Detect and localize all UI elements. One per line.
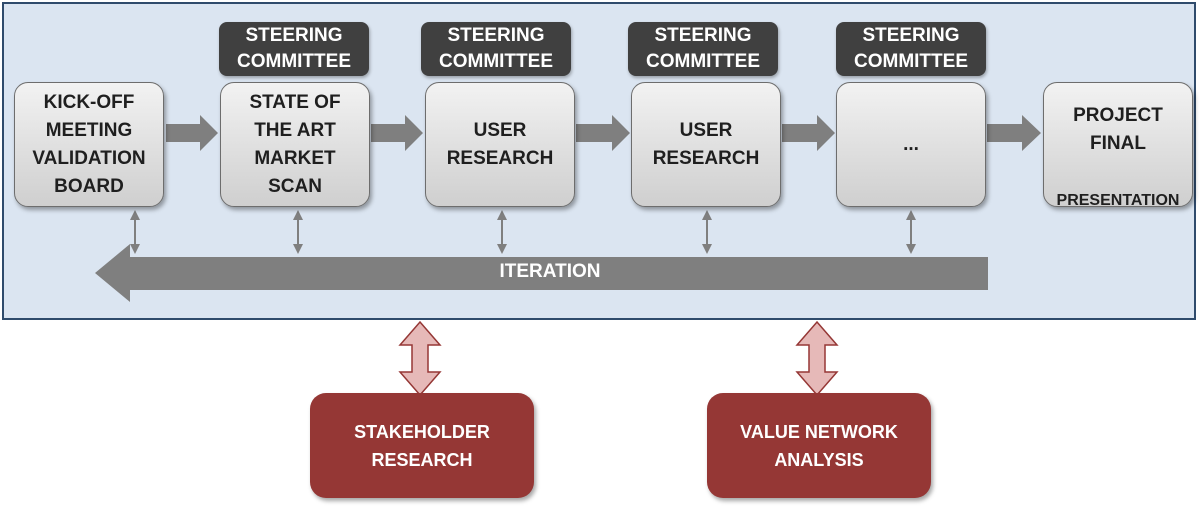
connector-5 [906, 210, 916, 254]
step-iteration-connectors [130, 210, 916, 254]
steering-committee-3: STEERING COMMITTEE [628, 22, 778, 76]
connector-4 [702, 210, 712, 254]
external-arrow-stakeholder [398, 320, 442, 397]
iteration-arrow [95, 244, 988, 302]
flow-arrow-1 [166, 115, 218, 151]
steering-committee-4: STEERING COMMITTEE [836, 22, 986, 76]
step-state-of-the-art: STATE OF THE ART MARKET SCAN [220, 82, 370, 207]
value-network-analysis-box: VALUE NETWORK ANALYSIS [707, 393, 931, 498]
stakeholder-research-box: STAKEHOLDER RESEARCH [310, 393, 534, 498]
steering-committee-2: STEERING COMMITTEE [421, 22, 571, 76]
connector-3 [497, 210, 507, 254]
flow-arrow-2 [371, 115, 423, 151]
final-step-label: PROJECT FINAL [1073, 105, 1163, 154]
step-kickoff-meeting: KICK-OFF MEETING VALIDATION BOARD [14, 82, 164, 207]
flow-arrow-3 [576, 115, 630, 151]
connector-2 [293, 210, 303, 254]
flow-arrow-5 [987, 115, 1041, 151]
step-user-research-2: USER RESEARCH [631, 82, 781, 207]
step-ellipsis: ... [836, 82, 986, 207]
iteration-label: ITERATION [499, 261, 601, 282]
steering-committee-1: STEERING COMMITTEE [219, 22, 369, 76]
connector-1 [130, 210, 140, 254]
final-step-sublabel: PRESENTATION [1056, 192, 1180, 209]
flow-arrow-4 [782, 115, 835, 151]
external-arrow-value-network [795, 320, 839, 397]
step-user-research-1: USER RESEARCH [425, 82, 575, 207]
step-project-final-presentation: PROJECT FINAL PRESENTATION [1043, 82, 1193, 209]
